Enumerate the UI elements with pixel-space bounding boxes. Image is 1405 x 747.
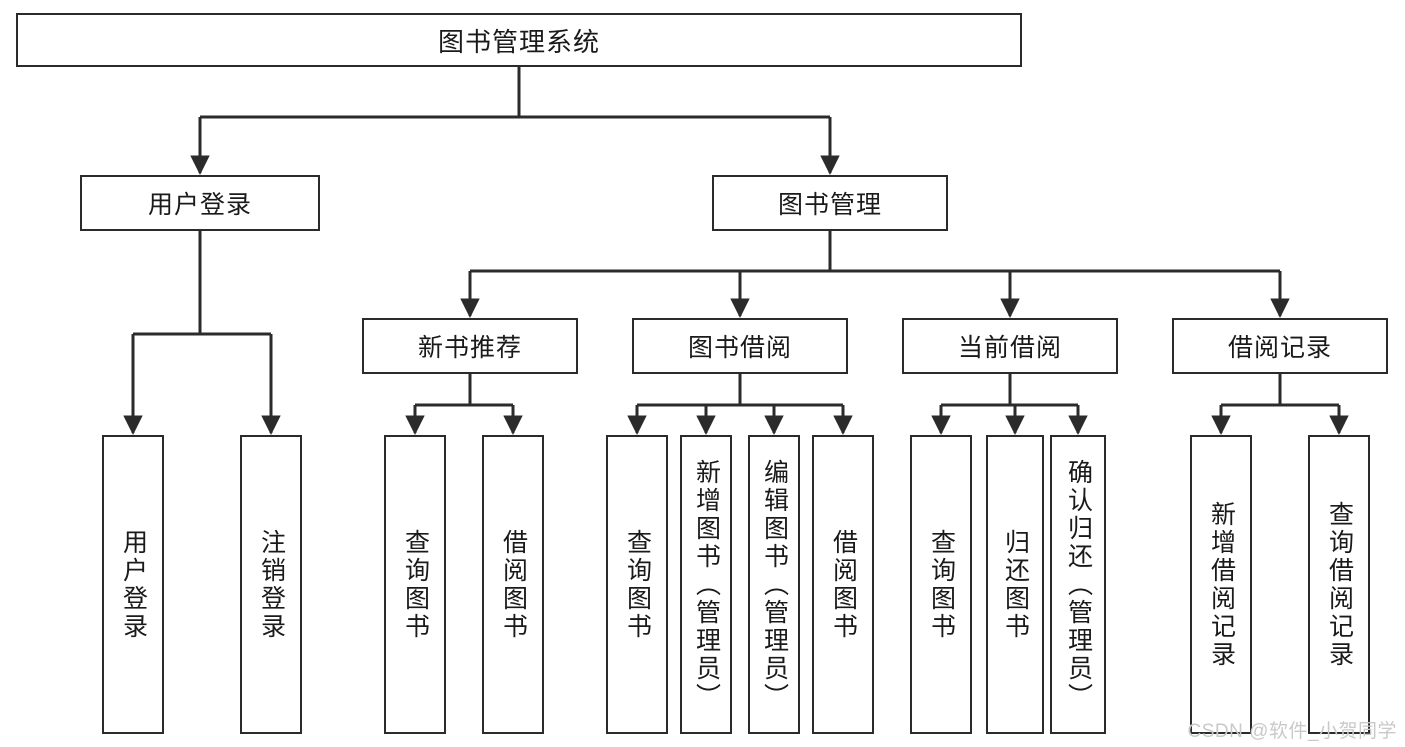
node-login[interactable]: 用户登录 — [80, 175, 320, 231]
node-label: 编辑图书（管理员） — [760, 458, 789, 711]
csdn-watermark: CSDN @软件_小贺同学 — [1187, 721, 1397, 742]
node-l-borrow1[interactable]: 借阅图书 — [482, 435, 544, 734]
node-label: 注销登录 — [257, 528, 286, 641]
node-label: 确认归还（管理员） — [1064, 458, 1093, 711]
node-bookmgmt[interactable]: 图书管理 — [712, 175, 948, 231]
node-l-logout[interactable]: 注销登录 — [240, 435, 302, 734]
node-label: 查询图书 — [401, 528, 430, 641]
node-label: 借阅图书 — [829, 528, 858, 641]
node-label: 新增图书（管理员） — [692, 458, 721, 711]
node-label: 图书管理 — [777, 191, 882, 219]
node-l-qryrec[interactable]: 查询借阅记录 — [1308, 435, 1370, 734]
node-records[interactable]: 借阅记录 — [1172, 318, 1388, 374]
node-l-addrec[interactable]: 新增借阅记录 — [1190, 435, 1252, 734]
node-borrow[interactable]: 图书借阅 — [632, 318, 848, 374]
node-current[interactable]: 当前借阅 — [902, 318, 1118, 374]
node-label: 图书管理系统 — [437, 26, 600, 57]
node-l-query3[interactable]: 查询图书 — [910, 435, 972, 734]
node-label: 图书借阅 — [687, 334, 792, 362]
node-label: 新书推荐 — [417, 334, 522, 362]
node-label: 查询图书 — [927, 528, 956, 641]
node-label: 查询图书 — [623, 528, 652, 641]
node-l-query2[interactable]: 查询图书 — [606, 435, 668, 734]
node-l-login[interactable]: 用户登录 — [102, 435, 164, 734]
node-newbook[interactable]: 新书推荐 — [362, 318, 578, 374]
node-l-confirm[interactable]: 确认归还（管理员） — [1050, 435, 1106, 734]
node-root[interactable]: 图书管理系统 — [16, 13, 1022, 67]
node-label: 用户登录 — [119, 528, 148, 641]
node-l-return[interactable]: 归还图书 — [986, 435, 1044, 734]
node-label: 新增借阅记录 — [1207, 500, 1236, 669]
node-label: 借阅图书 — [499, 528, 528, 641]
node-l-borrow2[interactable]: 借阅图书 — [812, 435, 874, 734]
node-label: 归还图书 — [1001, 528, 1030, 641]
node-label: 用户登录 — [147, 191, 252, 219]
node-label: 借阅记录 — [1227, 334, 1332, 362]
node-l-query1[interactable]: 查询图书 — [384, 435, 446, 734]
node-label: 当前借阅 — [957, 334, 1062, 362]
node-label: 查询借阅记录 — [1325, 500, 1354, 669]
node-l-edit[interactable]: 编辑图书（管理员） — [748, 435, 800, 734]
node-l-add[interactable]: 新增图书（管理员） — [680, 435, 732, 734]
